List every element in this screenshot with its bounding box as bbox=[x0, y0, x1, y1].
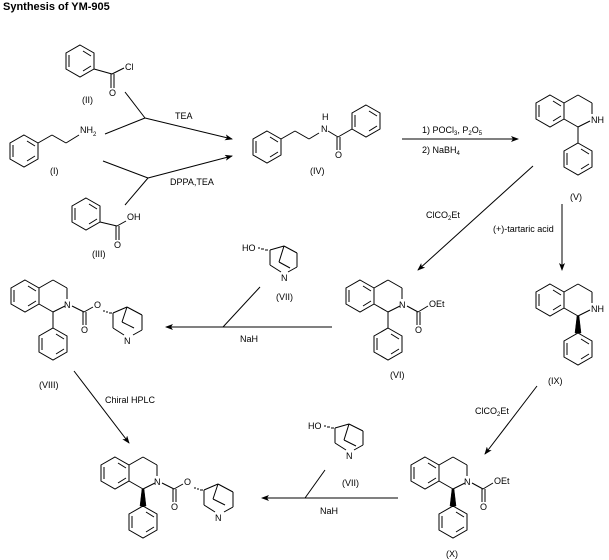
atom-ho: HO bbox=[242, 243, 256, 253]
atom-nh2: NH2 bbox=[80, 125, 97, 138]
atom-o-carbonyl: O bbox=[81, 325, 88, 335]
reagent-tartaric-acid: (+)-tartaric acid bbox=[493, 224, 554, 234]
reagent-step-2: 2) NaBH4 bbox=[422, 145, 461, 157]
benzene-ring bbox=[252, 130, 282, 164]
atom-n: N bbox=[64, 300, 71, 310]
compound-x: N OEt O (X) bbox=[410, 456, 510, 559]
benzene-ring bbox=[351, 104, 381, 138]
reagent-step-1: 1) POCl3, P2O5 bbox=[422, 125, 483, 137]
atom-cl: Cl bbox=[125, 62, 134, 72]
stereo-wedge bbox=[139, 488, 147, 507]
atom-n: N bbox=[346, 451, 353, 461]
reagent-chiral-hplc: Chiral HPLC bbox=[105, 395, 156, 405]
atom-nh: NH bbox=[591, 304, 604, 314]
compound-ix: NH (IX) bbox=[535, 283, 604, 386]
scheme-title: Synthesis of YM-905 bbox=[3, 1, 110, 13]
arrow-viii-to-final: Chiral HPLC bbox=[73, 370, 156, 444]
atom-o: O bbox=[335, 150, 342, 160]
compound-label-iii: (III) bbox=[92, 249, 106, 259]
compound-vii-upper: HO N (VII) bbox=[242, 243, 298, 302]
benzene-ring bbox=[373, 327, 403, 361]
atom-o: O bbox=[415, 325, 422, 335]
compound-label-i: (I) bbox=[50, 166, 59, 176]
atom-n: N bbox=[321, 124, 328, 134]
arrow-to-iv-top bbox=[144, 117, 233, 141]
atom-o-ester: O bbox=[184, 477, 191, 487]
compound-label-vii: (VII) bbox=[276, 292, 293, 302]
atom-n: N bbox=[281, 273, 288, 283]
arrow-ix-to-x: ClCO2Et bbox=[475, 385, 538, 455]
benzene-ring bbox=[563, 142, 593, 176]
atom-oet: OEt bbox=[494, 476, 510, 486]
arrow-v-to-vi: ClCO2Et bbox=[417, 165, 534, 271]
arrow-to-iv-bottom bbox=[147, 154, 233, 179]
reagent-nah: NaH bbox=[240, 334, 258, 344]
compound-label-ix: (IX) bbox=[548, 376, 563, 386]
atom-n-quinuclidine: N bbox=[124, 336, 131, 346]
arrow-v-to-ix: (+)-tartaric acid bbox=[493, 204, 565, 271]
benzene-ring bbox=[438, 505, 468, 539]
arrow-branch bbox=[124, 91, 146, 119]
benzene-ring bbox=[10, 279, 40, 313]
atom-o: O bbox=[109, 88, 116, 98]
compound-iii: OH O (III) bbox=[71, 197, 141, 259]
benzene-ring bbox=[563, 332, 593, 366]
stereo-wedge bbox=[449, 488, 457, 507]
benzene-ring bbox=[65, 44, 95, 78]
arrow-vi-to-viii: NaH bbox=[165, 286, 332, 344]
compound-final-ym-905: N O O N bbox=[100, 456, 234, 539]
atom-n: N bbox=[464, 477, 471, 487]
compound-v: NH (V) bbox=[535, 94, 604, 202]
reagent-clco2et: ClCO2Et bbox=[475, 406, 509, 418]
reagent-nah: NaH bbox=[320, 506, 338, 516]
compound-label-vi: (VI) bbox=[390, 370, 405, 380]
benzene-ring bbox=[535, 94, 565, 128]
arrow-x-to-final: NaH bbox=[261, 469, 398, 516]
compound-i: NH2 (I) bbox=[9, 125, 97, 176]
benzene-ring bbox=[345, 279, 375, 313]
atom-n: N bbox=[154, 477, 161, 487]
reagent-tea: TEA bbox=[175, 111, 193, 121]
stereo-wedge bbox=[574, 315, 582, 334]
atom-nh: NH bbox=[591, 115, 604, 125]
compound-label-viii: (VIII) bbox=[39, 380, 59, 390]
atom-oet: OEt bbox=[429, 299, 445, 309]
reagent-clco2et: ClCO2Et bbox=[426, 210, 460, 222]
atom-n-quinuclidine: N bbox=[215, 513, 222, 523]
compound-ii: Cl O (II) bbox=[65, 44, 134, 105]
compound-viii: N O O N (VIII) bbox=[10, 279, 143, 390]
reagent-dppa-tea: DPPA,TEA bbox=[170, 177, 214, 187]
atom-o: O bbox=[114, 240, 121, 250]
compound-vii-lower: HO N (VII) bbox=[308, 421, 364, 488]
benzene-ring bbox=[71, 197, 101, 231]
compound-label-x: (X) bbox=[446, 549, 458, 559]
benzene-ring bbox=[128, 505, 158, 539]
compound-label-v: (V) bbox=[570, 192, 582, 202]
atom-o: O bbox=[480, 502, 487, 512]
compound-label-iv: (IV) bbox=[310, 166, 325, 176]
atom-o-carbonyl: O bbox=[171, 502, 178, 512]
compound-label-vii: (VII) bbox=[342, 478, 359, 488]
benzene-ring bbox=[38, 327, 68, 361]
benzene-ring bbox=[9, 134, 39, 168]
atom-o-ester: O bbox=[94, 300, 101, 310]
atom-ho: HO bbox=[308, 421, 322, 431]
benzene-ring bbox=[535, 283, 565, 317]
atom-h: H bbox=[322, 112, 329, 122]
convergent-arrows: TEA DPPA,TEA bbox=[102, 91, 233, 206]
benzene-ring bbox=[100, 456, 130, 490]
atom-oh: OH bbox=[127, 212, 141, 222]
compound-label-ii: (II) bbox=[82, 95, 93, 105]
compound-vi: N OEt O (VI) bbox=[345, 279, 445, 380]
atom-n: N bbox=[399, 300, 406, 310]
compound-iv: H N O (IV) bbox=[252, 104, 381, 176]
arrow-iv-to-v: 1) POCl3, P2O5 2) NaBH4 bbox=[402, 125, 519, 157]
benzene-ring bbox=[410, 456, 440, 490]
